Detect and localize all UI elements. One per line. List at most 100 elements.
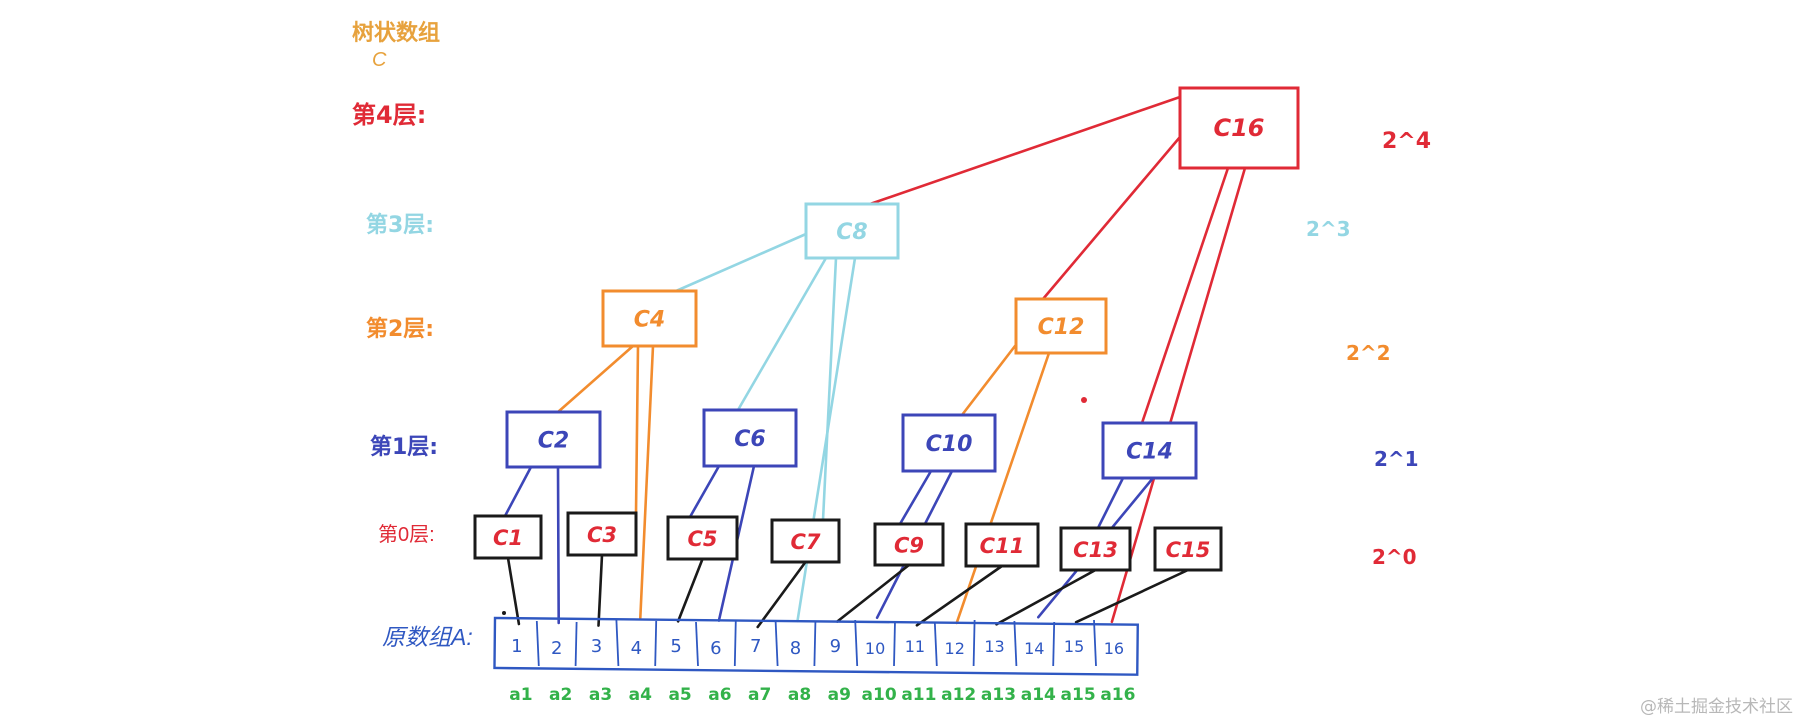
array-cell-divider bbox=[774, 620, 779, 667]
edge-line bbox=[796, 256, 857, 623]
array-cell: 2 bbox=[551, 638, 562, 659]
title-line2: C bbox=[372, 49, 387, 71]
edge-line bbox=[821, 256, 838, 522]
array-cell: 1 bbox=[511, 636, 522, 657]
node-box bbox=[1059, 526, 1132, 572]
node-box bbox=[770, 518, 841, 564]
array-element-label: a16 bbox=[1100, 685, 1135, 705]
node-box bbox=[964, 522, 1040, 568]
watermark: @稀土掘金技术社区 bbox=[1640, 697, 1793, 717]
node-c3: C3 bbox=[566, 511, 638, 557]
node-c5: C5 bbox=[666, 515, 739, 561]
array-cell: 5 bbox=[670, 636, 681, 657]
array-cell-divider bbox=[1052, 621, 1056, 667]
array-element-label: a2 bbox=[549, 685, 572, 705]
array-element-label: a12 bbox=[941, 685, 976, 705]
array-cell: 10 bbox=[865, 639, 885, 658]
node-c14: C14 bbox=[1101, 421, 1198, 480]
edge-line bbox=[1074, 568, 1190, 624]
array-cell-divider bbox=[893, 620, 896, 667]
array-cell: 6 bbox=[710, 638, 721, 659]
node-c2: C2 bbox=[505, 410, 602, 469]
edge-line bbox=[556, 465, 561, 625]
node-c4: C4 bbox=[601, 289, 698, 348]
edge-line bbox=[688, 464, 721, 519]
node-c9: C9 bbox=[873, 522, 945, 567]
array-element-label: a10 bbox=[862, 685, 897, 705]
node-c7: C7 bbox=[770, 518, 841, 564]
array-element-label: a6 bbox=[708, 685, 731, 705]
array-cell: 16 bbox=[1104, 639, 1124, 658]
node-c8: C8 bbox=[804, 202, 900, 260]
level-label-0: 第0层: bbox=[378, 523, 435, 546]
array-element-label: a15 bbox=[1061, 685, 1096, 705]
array-element-label: a13 bbox=[981, 685, 1016, 705]
node-box bbox=[702, 408, 798, 468]
node-label: C1 bbox=[493, 526, 523, 550]
level-label-3: 第3层: bbox=[366, 212, 434, 238]
array-element-label: a4 bbox=[629, 685, 652, 705]
edge-line bbox=[868, 95, 1182, 206]
array-cell-divider bbox=[574, 621, 578, 667]
array-cell-divider bbox=[695, 621, 699, 667]
array-element-label: a5 bbox=[668, 685, 691, 705]
node-box bbox=[601, 289, 698, 348]
edge-line bbox=[955, 351, 1051, 625]
array-element-label: a9 bbox=[828, 685, 851, 705]
node-box bbox=[873, 522, 945, 567]
array-cell: 15 bbox=[1064, 637, 1084, 656]
power-label-1: 2^1 bbox=[1374, 447, 1419, 471]
node-label: C6 bbox=[734, 427, 765, 452]
array-cell-divider bbox=[654, 620, 658, 667]
level-label-4: 第4层: bbox=[352, 101, 426, 129]
array-label: 原数组A: bbox=[382, 624, 473, 650]
node-label: C10 bbox=[926, 432, 973, 457]
node-box bbox=[1014, 297, 1108, 355]
node-label: C14 bbox=[1126, 440, 1173, 465]
power-label-0: 2^0 bbox=[1372, 545, 1417, 569]
array-cell: 13 bbox=[984, 637, 1004, 656]
node-label: C13 bbox=[1073, 538, 1118, 562]
node-box bbox=[505, 410, 602, 469]
edge-line bbox=[503, 465, 533, 518]
node-c1: C1 bbox=[473, 514, 543, 560]
node-box bbox=[1101, 421, 1198, 480]
node-c12: C12 bbox=[1014, 297, 1108, 355]
edge-line bbox=[736, 256, 828, 412]
node-label: C7 bbox=[790, 530, 820, 554]
node-c15: C15 bbox=[1153, 526, 1223, 572]
edge-line bbox=[995, 568, 1097, 626]
edge-line bbox=[898, 469, 933, 526]
edge-line bbox=[638, 344, 655, 620]
stray-dot bbox=[502, 611, 506, 615]
node-label: C4 bbox=[634, 308, 665, 333]
node-c16: C16 bbox=[1178, 86, 1300, 170]
node-box bbox=[901, 413, 997, 473]
edge-line bbox=[556, 344, 635, 414]
power-label-3: 2^3 bbox=[1306, 217, 1351, 241]
array-cell: 3 bbox=[591, 636, 602, 657]
array-cell-divider bbox=[615, 619, 620, 667]
node-label: C8 bbox=[836, 220, 867, 245]
array-cell-divider bbox=[813, 621, 817, 667]
edge-line bbox=[1096, 476, 1125, 530]
array-cell: 9 bbox=[830, 636, 841, 657]
array-cell: 14 bbox=[1024, 639, 1044, 658]
power-label-4: 2^4 bbox=[1382, 129, 1431, 154]
node-c10: C10 bbox=[901, 413, 997, 473]
stray-dot bbox=[1081, 397, 1087, 403]
node-label: C2 bbox=[538, 429, 569, 454]
array-cell: 12 bbox=[945, 639, 965, 658]
edge-line bbox=[1110, 166, 1247, 624]
array-cell: 8 bbox=[790, 638, 801, 659]
array-outline bbox=[493, 616, 1139, 676]
title-line1: 树状数组 bbox=[352, 20, 440, 46]
level-label-2: 第2层: bbox=[366, 316, 434, 342]
edge-line bbox=[676, 557, 704, 623]
array-cell: 11 bbox=[905, 637, 925, 656]
array-cell: 7 bbox=[750, 636, 761, 657]
node-label: C9 bbox=[894, 534, 924, 558]
